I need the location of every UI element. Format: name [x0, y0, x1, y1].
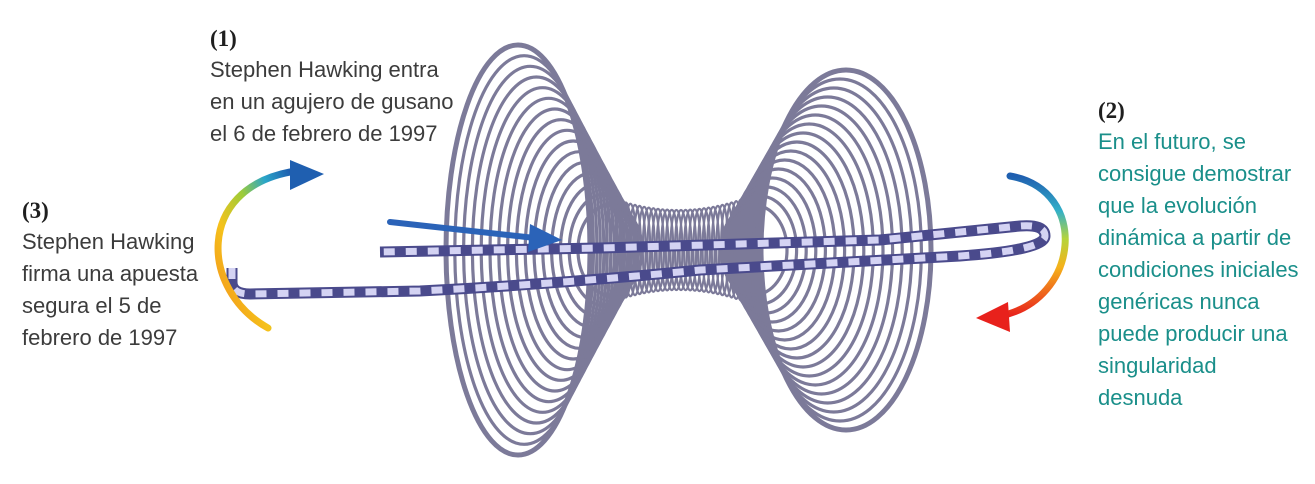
red-arrowhead-icon — [976, 302, 1010, 332]
annotation-3-line: Stephen Hawking — [22, 226, 198, 258]
annotation-3: (3) Stephen Hawking firma una apuesta se… — [22, 196, 198, 354]
annotation-1-line: el 6 de febrero de 1997 — [210, 118, 453, 150]
annotation-1-line: Stephen Hawking entra — [210, 54, 453, 86]
annotation-2-line: dinámica a partir de — [1098, 222, 1299, 254]
annotation-1-number: (1) — [210, 24, 453, 54]
annotation-3-line: febrero de 1997 — [22, 322, 198, 354]
annotation-2: (2) En el futuro, se consigue demostrar … — [1098, 96, 1299, 414]
annotation-2-line: En el futuro, se — [1098, 126, 1299, 158]
annotation-3-number: (3) — [22, 196, 198, 226]
annotation-1-line: en un agujero de gusano — [210, 86, 453, 118]
annotation-2-number: (2) — [1098, 96, 1299, 126]
wormhole-right-funnel — [721, 70, 931, 430]
annotation-2-line: genéricas nunca — [1098, 286, 1299, 318]
annotation-3-line: firma una apuesta — [22, 258, 198, 290]
annotation-2-line: desnuda — [1098, 382, 1299, 414]
annotation-1: (1) Stephen Hawking entra en un agujero … — [210, 24, 453, 150]
annotation-2-line: que la evolución — [1098, 190, 1299, 222]
blue-arrowhead-icon — [290, 160, 324, 190]
annotation-3-line: segura el 5 de — [22, 290, 198, 322]
annotation-2-line: condiciones iniciales — [1098, 254, 1299, 286]
annotation-2-line: puede producir una — [1098, 318, 1299, 350]
left-curved-arrow — [218, 160, 324, 328]
annotation-2-line: singularidad — [1098, 350, 1299, 382]
annotation-2-line: consigue demostrar — [1098, 158, 1299, 190]
